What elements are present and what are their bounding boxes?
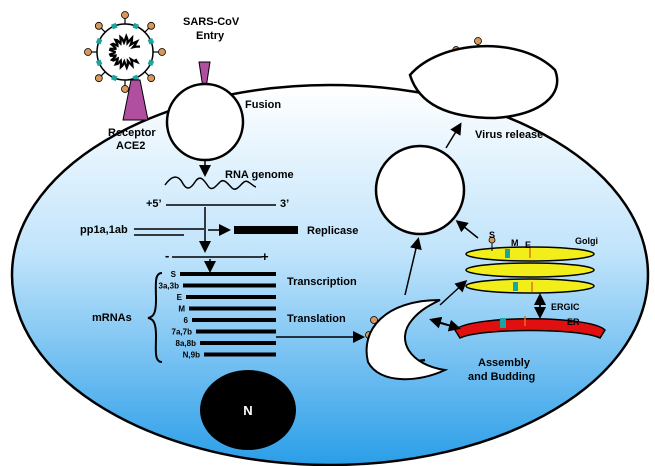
er xyxy=(454,318,606,339)
mrna-bar xyxy=(196,329,276,334)
mrna-bar xyxy=(204,352,276,357)
mrna-label: E xyxy=(177,293,183,302)
label-three-prime: 3’ xyxy=(280,198,289,210)
label-transcription: Transcription xyxy=(287,276,357,288)
mrna-label: S xyxy=(171,270,177,279)
label-minus: - xyxy=(165,248,169,263)
budding-crescent xyxy=(365,299,449,381)
label-translation: Translation xyxy=(287,313,346,325)
mrna-bar xyxy=(189,306,276,311)
mrna-bar xyxy=(180,272,276,276)
arrow-golgi-to-assembled xyxy=(455,220,479,239)
label-replicase: Replicase xyxy=(307,225,358,237)
mrna-bar xyxy=(200,341,276,345)
host-cell xyxy=(10,83,650,466)
fusion-vesicle xyxy=(165,82,245,162)
arrow-to-golgi xyxy=(439,279,468,306)
label-entry-1: SARS-CoV xyxy=(183,16,240,28)
label-assembly-2: and Budding xyxy=(468,371,535,383)
arrow-to-release xyxy=(445,122,462,149)
label-ergic: ERGIC xyxy=(551,302,580,312)
mrna-label: M xyxy=(178,305,185,314)
nucleus xyxy=(200,370,296,450)
label-virus-release: Virus release xyxy=(475,129,543,141)
label-er: ER xyxy=(567,317,580,327)
label-rna-genome: RNA genome xyxy=(225,169,294,181)
virion xyxy=(84,11,166,93)
nucleus-label: N xyxy=(243,403,252,418)
label-receptor-2: ACE2 xyxy=(116,140,145,152)
mrna-label: 3a,3b xyxy=(159,282,180,291)
mrna-label: 6 xyxy=(184,316,189,325)
mrna-bar xyxy=(192,318,276,322)
label-receptor-1: Receptor xyxy=(108,127,156,139)
label-plus: + xyxy=(261,249,269,264)
receptor-ace2-left xyxy=(122,79,149,121)
label-mrnas: mRNAs xyxy=(92,312,132,324)
label-plus5: +5’ xyxy=(146,198,162,210)
rna-genome-squiggle xyxy=(164,176,257,190)
assembled-vesicle xyxy=(374,144,466,236)
release-vesicle xyxy=(408,45,559,120)
label-assembly-1: Assembly xyxy=(478,357,531,369)
mrna-label: N,9b xyxy=(183,351,200,360)
mrna-bar xyxy=(183,283,276,288)
golgi xyxy=(465,236,595,294)
label-golgi: Golgi xyxy=(575,236,598,246)
replicase-bar xyxy=(234,226,298,234)
arrow-to-assembled xyxy=(404,237,422,296)
label-protein-s: S xyxy=(489,230,495,240)
mrna-brace xyxy=(147,272,163,363)
label-pp1a: pp1a,1ab xyxy=(80,224,128,236)
label-entry-2: Entry xyxy=(196,30,225,42)
mrna-bar xyxy=(186,295,276,299)
label-protein-m: M xyxy=(511,238,519,248)
arrow-er-budding-2 xyxy=(435,319,461,332)
mrna-label: 8a,8b xyxy=(176,339,197,348)
mrna-label: 7a,7b xyxy=(172,328,193,337)
label-fusion: Fusion xyxy=(245,99,281,111)
label-protein-e: E xyxy=(525,240,531,250)
